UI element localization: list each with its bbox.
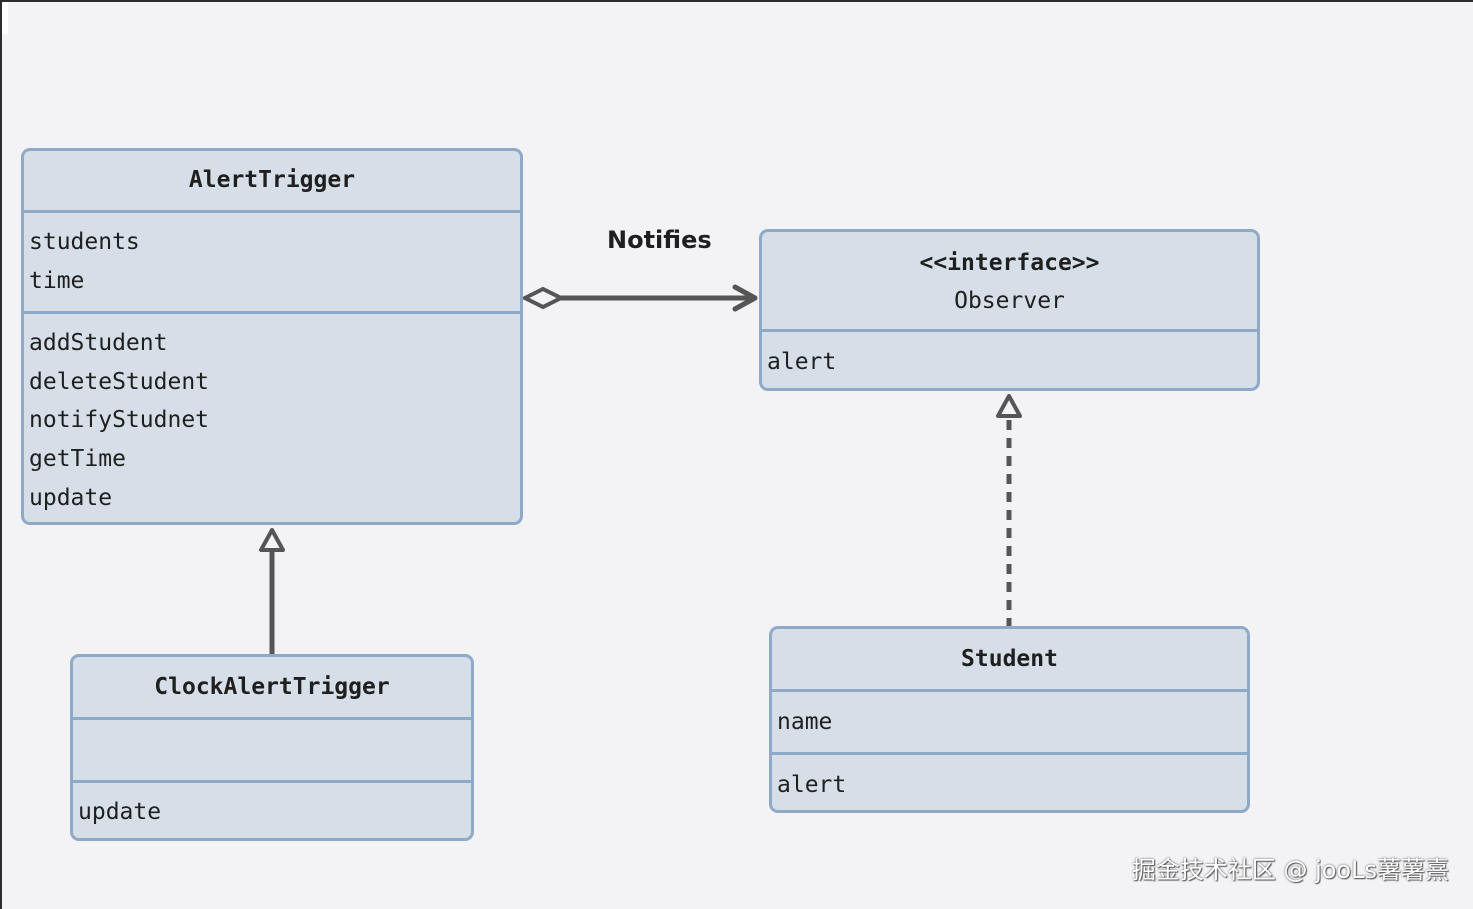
stereotype: <<interface>> (919, 250, 1100, 276)
window-frame-corner (2, 2, 8, 34)
window-frame-left (0, 0, 2, 909)
method: getTime (29, 446, 126, 473)
method: deleteStudent (29, 368, 210, 395)
realization-arrowhead (996, 394, 1022, 418)
method: update (29, 484, 113, 511)
method: update (78, 799, 162, 825)
method: addStudent (29, 330, 168, 356)
class-student[interactable]: Student name alert (769, 626, 1250, 813)
notifies-label: Notifies (607, 226, 712, 254)
class-name: Observer (954, 288, 1065, 314)
interface-observer[interactable]: <<interface>> Observer alert (759, 229, 1260, 391)
attribute: time (29, 267, 85, 294)
class-clock-alert-trigger[interactable]: ClockAlertTrigger update (70, 654, 474, 841)
watermark-text: 掘金技术社区 @ jooLs薯薯熹 (1131, 856, 1449, 884)
class-alert-trigger[interactable]: AlertTrigger students time addStudent de… (21, 148, 523, 525)
window-frame-top (0, 0, 1473, 2)
class-name: Student (772, 629, 1247, 692)
methods-compartment: alert (762, 332, 1257, 382)
class-name: AlertTrigger (24, 151, 520, 213)
class-name: ClockAlertTrigger (73, 657, 471, 720)
method: alert (777, 772, 847, 798)
aggregation-diamond (520, 286, 566, 310)
attributes-compartment: name (772, 692, 1247, 755)
method: notifyStudnet (29, 407, 210, 434)
generalization-arrowhead (259, 528, 285, 552)
methods-compartment: update (73, 783, 471, 832)
methods-compartment: addStudent deleteStudent notifyStudnet g… (24, 314, 520, 518)
methods-compartment: alert (772, 755, 1247, 805)
attribute: students (29, 229, 140, 255)
attributes-compartment (73, 720, 471, 783)
attributes-compartment: students time (24, 213, 520, 314)
attribute: name (777, 709, 833, 735)
navigation-arrowhead (732, 284, 758, 312)
interface-header: <<interface>> Observer (762, 232, 1257, 332)
method: alert (767, 349, 837, 375)
